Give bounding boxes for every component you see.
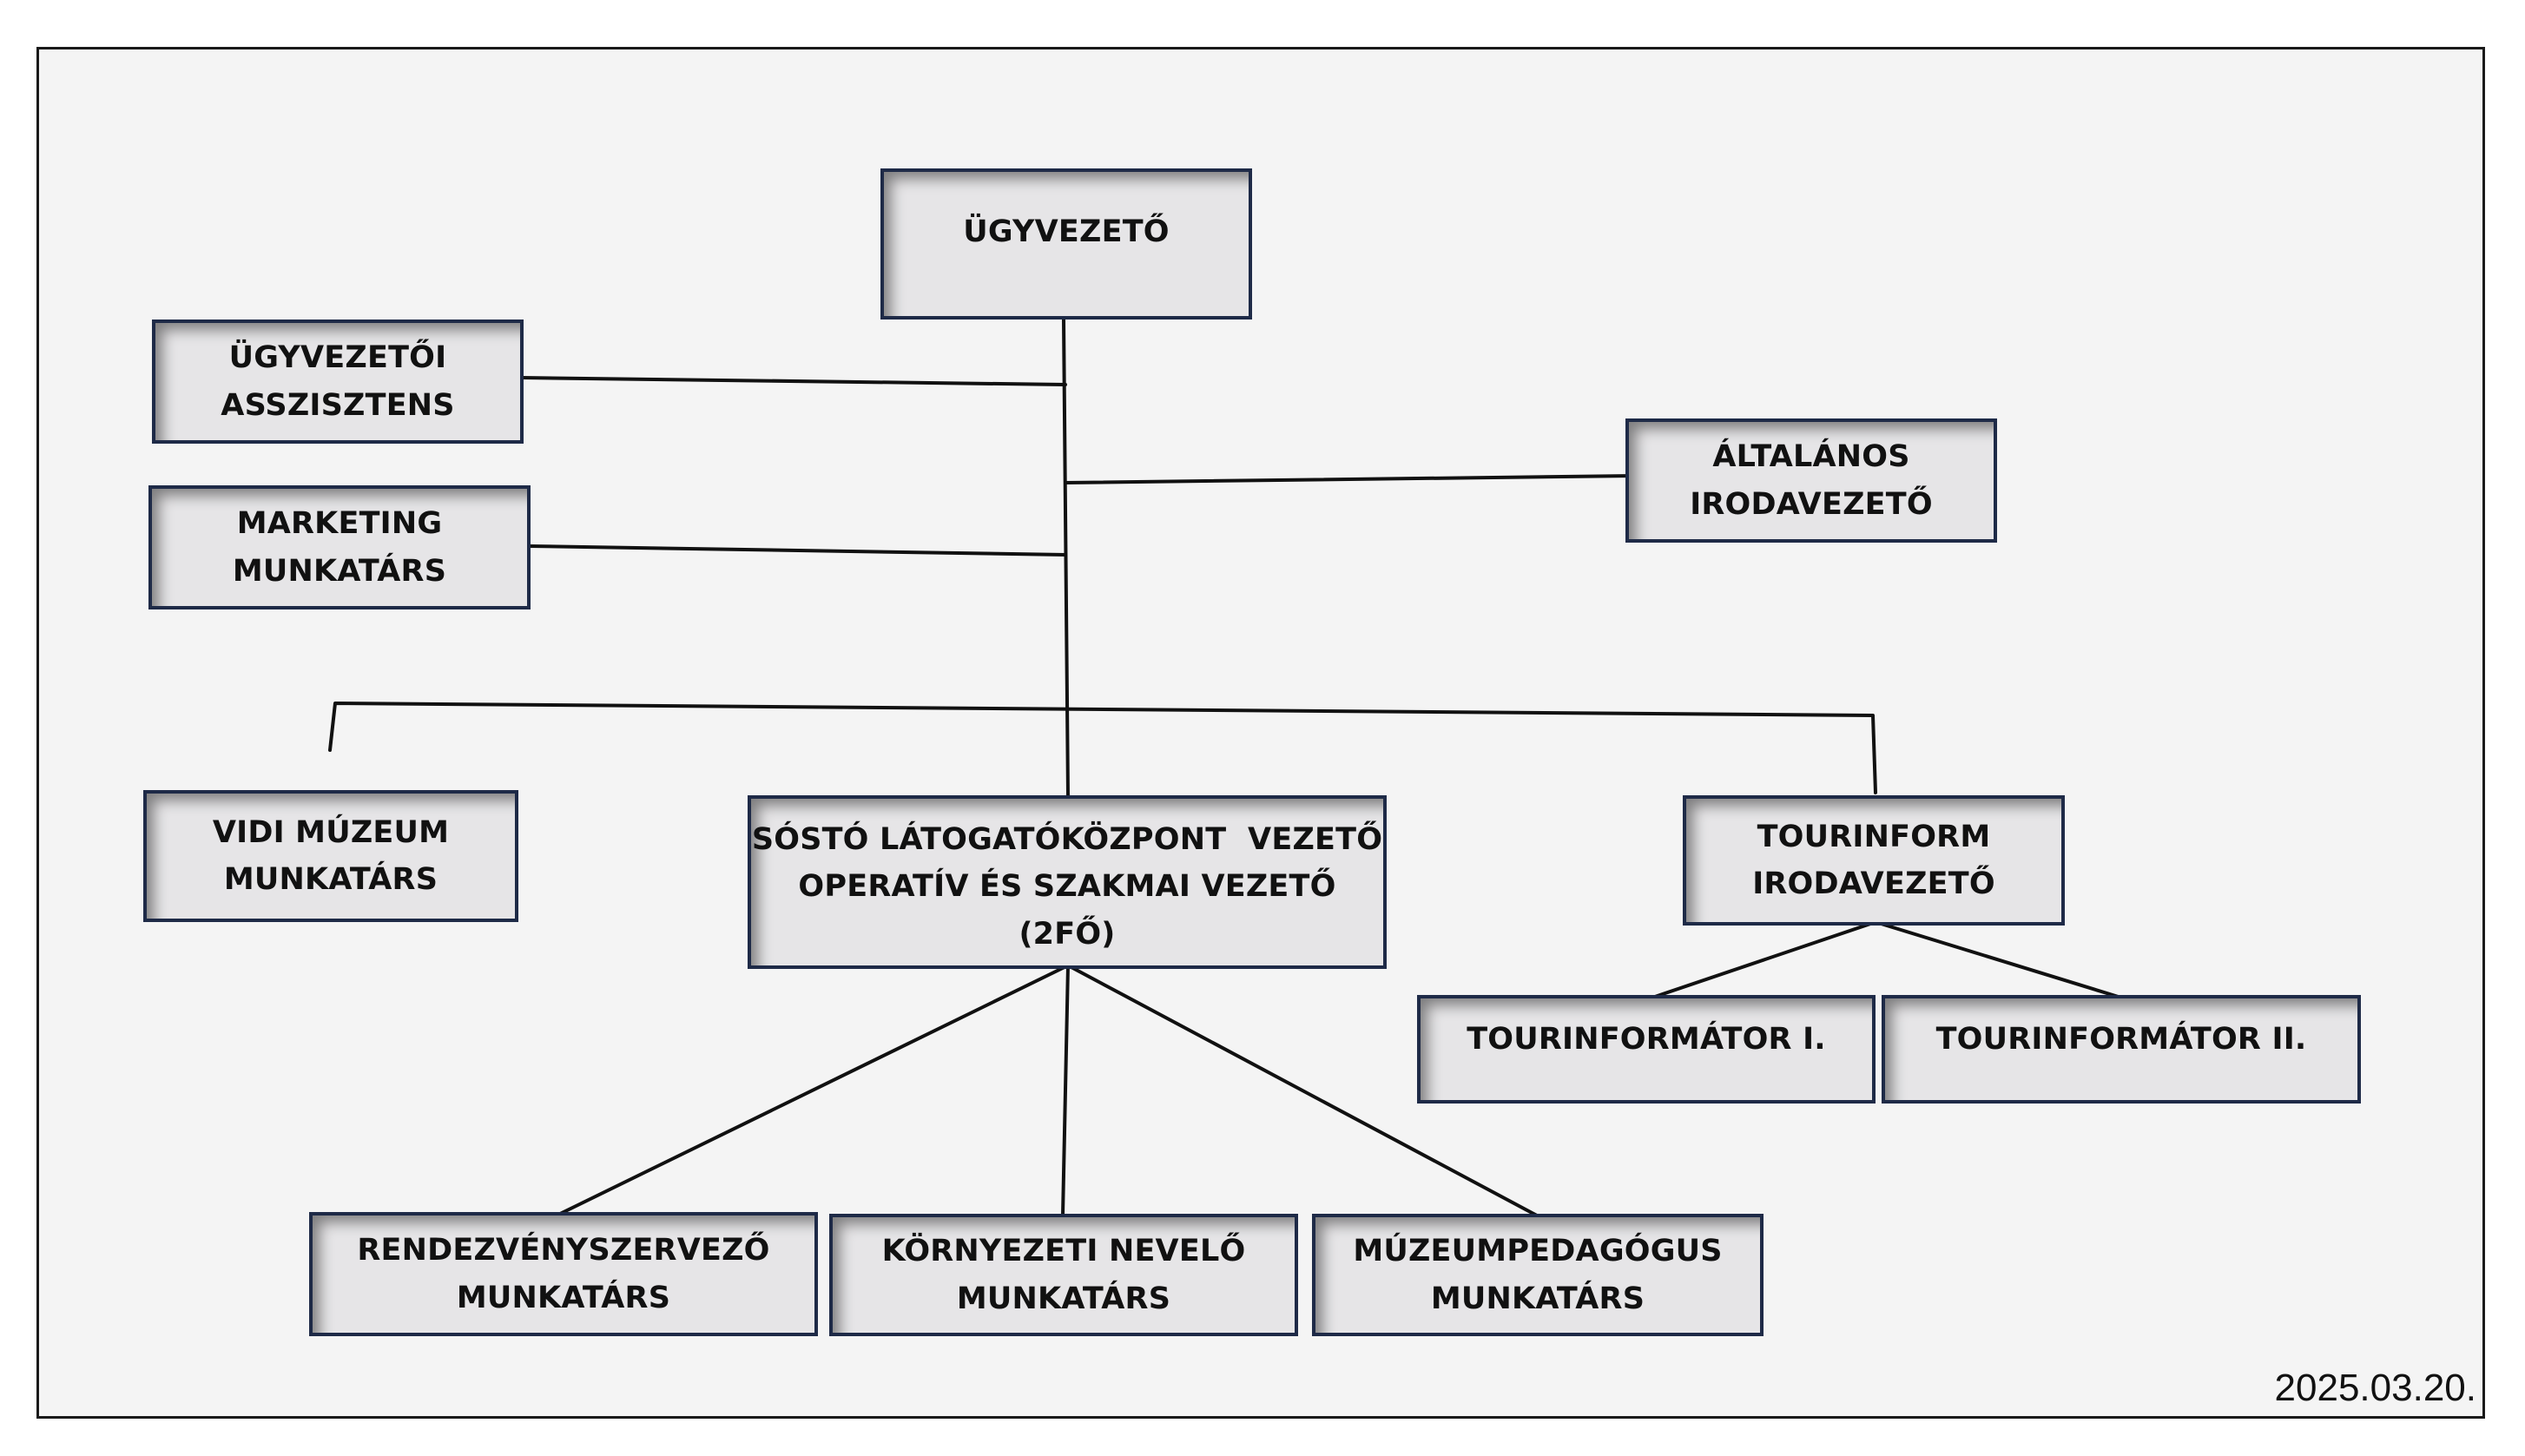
chart-date: 2025.03.20. — [2274, 1367, 2476, 1409]
node-vidi-line-2: MUNKATÁRS — [223, 862, 438, 897]
node-vidi-line-1: VIDI MÚZEUM — [212, 814, 450, 850]
node-kornyezeti-line-2: MUNKATÁRS — [956, 1281, 1171, 1316]
node-tourinform-line-1: TOURINFORM — [1757, 819, 1991, 854]
node-muzeumpedagogus-line-1: MÚZEUMPEDAGÓGUS — [1353, 1234, 1723, 1269]
node-kornyezeti-line-1: KÖRNYEZETI NEVELŐ — [881, 1234, 1246, 1269]
connector-main-trunk — [1062, 318, 1070, 799]
connector-tourinformator-1 — [1648, 920, 1877, 1000]
node-kornyezeti: KÖRNYEZETI NEVELŐ MUNKATÁRS — [829, 1214, 1298, 1336]
connector-muzeumpedagogus — [1066, 964, 1539, 1217]
connector-irodavezeto — [1064, 474, 1636, 484]
chart-frame — [36, 47, 2485, 1419]
node-irodavezeto-line-2: IRODAVEZETŐ — [1690, 486, 1933, 522]
node-muzeumpedagogus-line-2: MUNKATÁRS — [1430, 1281, 1645, 1316]
node-ugyvezeto: ÜGYVEZETŐ — [880, 168, 1252, 320]
node-tourinform-line-2: IRODAVEZETŐ — [1752, 866, 1995, 901]
node-ugyvezeto-line-1: ÜGYVEZETŐ — [963, 214, 1170, 249]
connector-rendezveny — [558, 964, 1070, 1216]
node-asszisztens-line-1: ÜGYVEZETŐI — [228, 340, 447, 376]
node-asszisztens-line-2: ASSZISZTENS — [221, 387, 455, 423]
node-asszisztens: ÜGYVEZETŐI ASSZISZTENS — [152, 320, 524, 444]
node-tourinform: TOURINFORM IRODAVEZETŐ — [1683, 795, 2065, 926]
node-marketing: MARKETING MUNKATÁRS — [148, 485, 531, 609]
node-rendezveny-line-2: MUNKATÁRS — [456, 1280, 671, 1315]
node-marketing-line-1: MARKETING — [236, 506, 443, 542]
node-muzeumpedagogus: MÚZEUMPEDAGÓGUS MUNKATÁRS — [1312, 1214, 1764, 1336]
node-sosto-line-2: OPERATÍV ÉS SZAKMAI VEZETŐ (2FŐ) — [798, 869, 1336, 952]
node-sosto-line-1: SÓSTÓ LÁTOGATÓKÖZPONT VEZETŐ — [751, 822, 1383, 857]
node-vidi: VIDI MÚZEUM MUNKATÁRS — [143, 790, 518, 922]
node-tourinformator-1: TOURINFORMÁTOR I. — [1417, 995, 1876, 1104]
node-marketing-line-2: MUNKATÁRS — [232, 553, 447, 589]
connector-tourinformator-2 — [1874, 920, 2126, 1000]
connector-kornyezeti — [1061, 964, 1070, 1217]
node-rendezveny: RENDEZVÉNYSZERVEZŐ MUNKATÁRS — [309, 1212, 818, 1336]
node-irodavezeto-line-1: ÁLTALÁNOS — [1712, 439, 1910, 475]
connector-marketing — [528, 544, 1067, 557]
node-tourinformator-2: TOURINFORMÁTOR II. — [1882, 995, 2361, 1104]
connector-branch-bar — [328, 702, 1877, 794]
connector-asszisztens — [519, 376, 1067, 386]
node-sosto: SÓSTÓ LÁTOGATÓKÖZPONT VEZETŐ OPERATÍV ÉS… — [748, 795, 1387, 969]
node-tourinformator-1-line-1: TOURINFORMÁTOR I. — [1467, 1022, 1826, 1057]
node-rendezveny-line-1: RENDEZVÉNYSZERVEZŐ — [357, 1233, 770, 1268]
node-irodavezeto: ÁLTALÁNOS IRODAVEZETŐ — [1625, 418, 1997, 543]
node-tourinformator-2-line-1: TOURINFORMÁTOR II. — [1935, 1022, 2307, 1057]
